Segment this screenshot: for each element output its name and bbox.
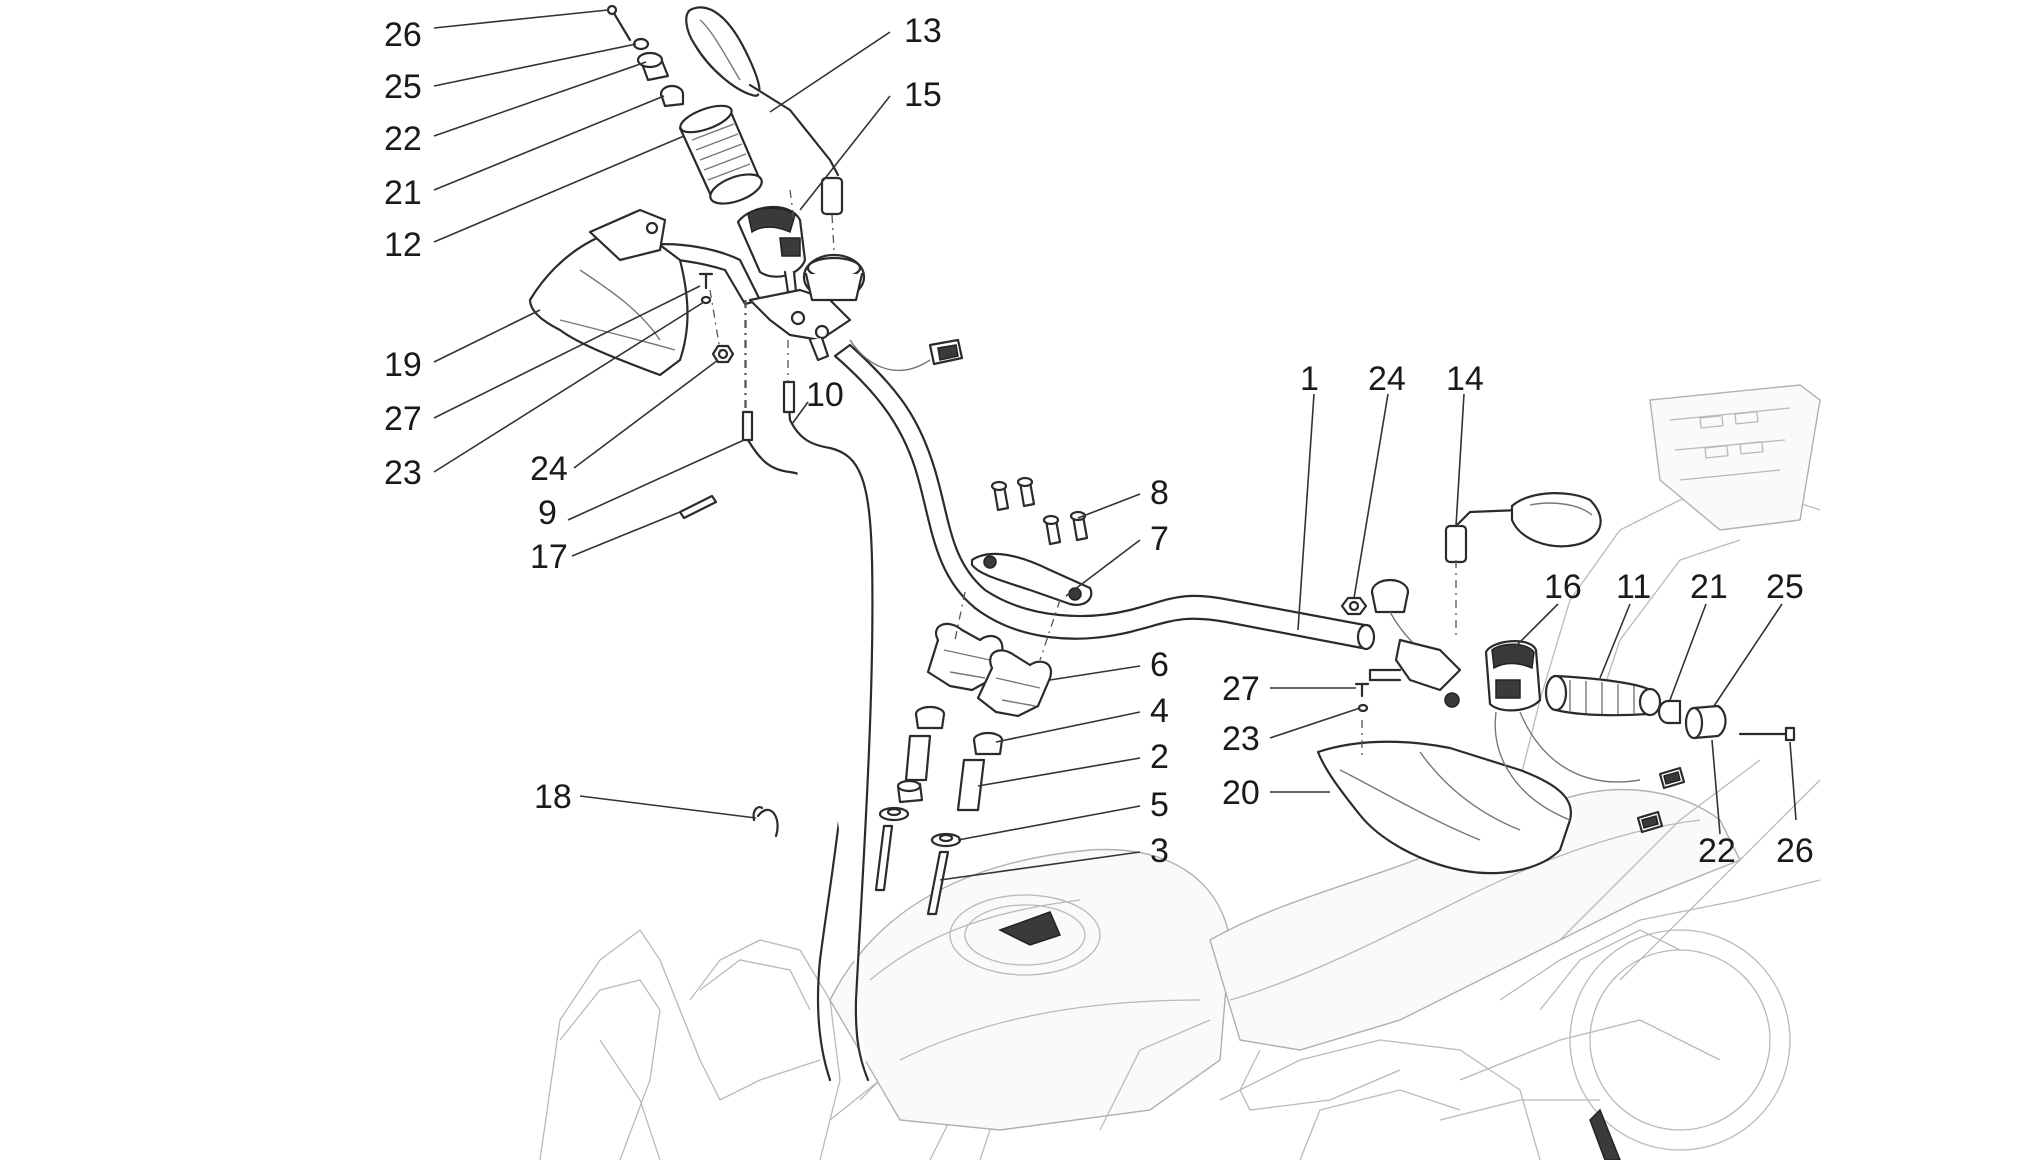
callout-22-left: 22 (384, 120, 422, 158)
callout-22-right: 22 (1698, 832, 1736, 870)
callout-25-left: 25 (384, 68, 422, 106)
callout-21-right: 21 (1690, 568, 1728, 606)
callout-24-right: 24 (1368, 360, 1406, 398)
callout-17: 17 (530, 538, 568, 576)
right-mirror-part-14 (1444, 492, 1602, 564)
callout-23-right: 23 (1222, 720, 1260, 758)
callout-10: 10 (806, 376, 844, 414)
left-switch-part-15 (736, 206, 807, 294)
pin-part-17 (678, 494, 718, 520)
callout-20: 20 (1222, 774, 1260, 812)
callout-24-left: 24 (530, 450, 568, 488)
callout-11: 11 (1616, 568, 1651, 606)
handlebar (833, 343, 1376, 651)
callout-19: 19 (384, 346, 422, 384)
bolts-part-8 (990, 476, 1089, 546)
callout-14: 14 (1446, 360, 1484, 398)
callout-2: 2 (1150, 738, 1169, 776)
right-switch-part-16 (1484, 640, 1641, 821)
insert-part-22 (659, 84, 685, 108)
callout-9: 9 (538, 494, 557, 532)
right-grip-assembly (1316, 492, 1796, 875)
left-mirror-part-13 (685, 6, 844, 216)
right-connectors (1636, 766, 1686, 834)
callout-26-right: 26 (1776, 832, 1814, 870)
callout-6: 6 (1150, 646, 1169, 684)
bushing-part-4 (914, 705, 1004, 756)
callout-13: 13 (904, 12, 942, 50)
control-cables (741, 300, 874, 1082)
callout-23-left: 23 (384, 454, 422, 492)
right-handguard-part-20 (1316, 740, 1572, 875)
bar-end-weight (636, 51, 670, 82)
riser-and-clamp-set (874, 476, 1093, 916)
left-grip-part-21 (678, 104, 763, 205)
sleeve-part-2 (896, 734, 986, 812)
callout-25-right: 25 (1766, 568, 1804, 606)
right-nut-24 (1340, 596, 1368, 616)
callout-4: 4 (1150, 692, 1169, 730)
right-bar-end-part-22 (1684, 704, 1727, 740)
callout-5: 5 (1150, 786, 1169, 824)
right-end-bolt-part-26 (1738, 726, 1796, 742)
callout-21-left: 21 (384, 174, 422, 212)
callout-1: 1 (1300, 360, 1319, 398)
end-bolt-part-26 (606, 4, 632, 42)
upper-clamp-part-7 (970, 552, 1093, 606)
callout-26-left: 26 (384, 16, 422, 54)
motorcycle-body (539, 384, 1821, 1160)
left-connector (849, 338, 964, 372)
left-washer-23 (700, 295, 712, 305)
right-washer-23 (1357, 703, 1369, 713)
stud-part-3 (874, 824, 950, 916)
callout-27-right: 27 (1222, 670, 1260, 708)
left-screw-27 (698, 272, 714, 290)
left-grip-assembly (528, 4, 964, 420)
right-screw-27 (1354, 682, 1370, 698)
riser-right-part-6 (976, 649, 1053, 718)
callout-12: 12 (384, 226, 422, 264)
left-handguard-part-19 (528, 208, 689, 377)
callout-27-left: 27 (384, 400, 422, 438)
callout-7: 7 (1150, 520, 1169, 558)
callout-15: 15 (904, 76, 942, 114)
right-grip-part-11 (1544, 674, 1662, 717)
callout-labels: 26 25 22 21 12 13 15 19 27 23 24 10 9 17… (384, 12, 1814, 870)
right-insert-part-21 (1657, 699, 1682, 725)
callout-18: 18 (534, 778, 572, 816)
callout-8: 8 (1150, 474, 1169, 512)
clip-part-18 (752, 806, 779, 838)
leader-lines (433, 9, 1797, 881)
washer-part-25 (632, 37, 650, 51)
callout-3: 3 (1150, 832, 1169, 870)
left-nut-24 (711, 344, 735, 364)
right-reservoir-and-lever (1368, 578, 1462, 708)
callout-16: 16 (1544, 568, 1582, 606)
